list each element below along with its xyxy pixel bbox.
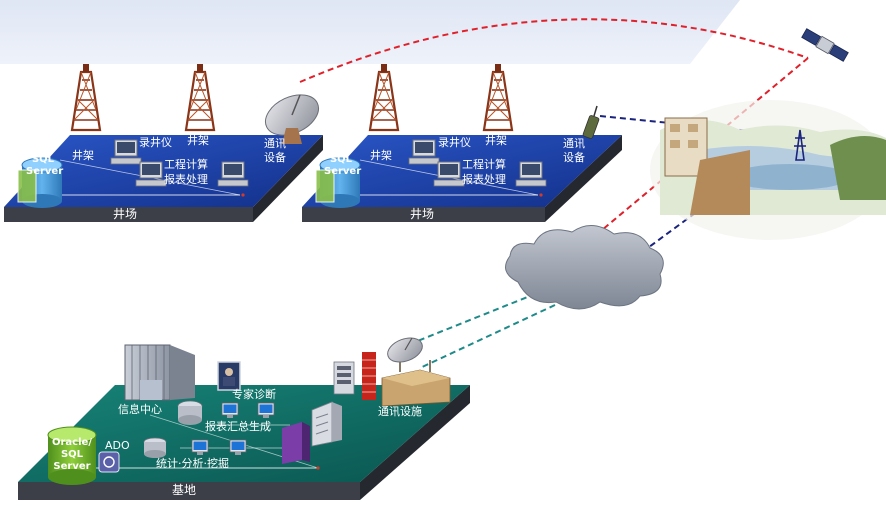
base-database-icon [47, 426, 97, 485]
radio-tower-icon [794, 129, 806, 161]
wellsite-2-engineering-label: 工程计算 [462, 158, 506, 171]
wellsite-2-comm-label-2: 设备 [563, 151, 585, 164]
statistics-label: 统计·分析·挖掘 [156, 457, 229, 470]
wellsite-2-comm-label: 通讯 [563, 137, 585, 150]
wellsite-2-logger-label: 录井仪 [438, 136, 471, 149]
base-db-label-1: Oracle/ [52, 437, 92, 448]
info-center-label: 信息中心 [118, 403, 162, 416]
wellsite-1-platform-label: 井场 [113, 207, 138, 221]
rack-server-icon [333, 361, 355, 395]
base-db-label-2: SQL [60, 449, 84, 460]
wellsite-1-engineering-label: 工程计算 [164, 158, 208, 171]
wellsite-1-report-pc [217, 161, 249, 187]
base-building-icon [124, 344, 195, 401]
wellsite-1-derrick-2 [184, 62, 216, 132]
wellsite-2-platform-label: 井场 [410, 207, 435, 221]
ground-link-1 [394, 289, 546, 351]
wellsite-1-derrick-1-label: 井架 [72, 149, 94, 162]
wellsite-1-comm-label: 通讯 [264, 137, 286, 150]
network-cloud-icon [505, 225, 664, 310]
expert-screen-icon [217, 361, 241, 391]
wellsite-2-engineering-pc [433, 161, 465, 187]
report-generation-label: 报表汇总生成 [205, 420, 271, 433]
wellsite-1-comm-label-2: 设备 [264, 151, 286, 164]
wellsite-1-logger-pc [110, 139, 142, 165]
wellsite-2-derrick-1 [368, 62, 400, 132]
wellsite-2-derrick-1-label: 井架 [370, 149, 392, 162]
base-db-label-3: Server [53, 461, 91, 472]
expert-diagnosis-label: 专家诊断 [232, 388, 276, 401]
wellsite-2-platform [302, 135, 622, 222]
wellsite-1-derrick-2-label: 井架 [187, 134, 209, 147]
satellite-link-wellsite-1 [299, 18, 809, 83]
wellsite-1-db-label-1: SQL [31, 154, 55, 165]
wellsite-1-dish-icon [265, 94, 319, 144]
ado-label: ADO [105, 439, 130, 452]
wellsite-1-derrick-1 [70, 62, 102, 132]
wellsite-2-database-icon [315, 157, 361, 208]
wellsite-2-report-label: 报表处理 [462, 173, 506, 186]
satellite-icon [801, 28, 849, 62]
wellsite-1-db-label-2: Server [26, 166, 64, 177]
firewall-icon [362, 352, 376, 400]
wellsite-2-derrick-2 [482, 62, 514, 132]
wellsite-2-logger-pc [408, 139, 440, 165]
relay-station-landscape [650, 100, 886, 240]
wellsite-1-logger-label: 录井仪 [139, 136, 172, 149]
disk-array-icon [143, 400, 203, 458]
wellsite-1-engineering-pc [135, 161, 167, 187]
wellsite-1-platform [4, 135, 323, 222]
top-background-band [0, 0, 740, 64]
comm-building-icon [381, 360, 451, 407]
wellsite-2-db-label-1: SQL [329, 154, 353, 165]
wellsite-1-report-label: 报表处理 [164, 173, 208, 186]
comm-facility-label: 通讯设施 [378, 405, 422, 418]
server-tower-icon [282, 401, 342, 464]
wellsite-2-report-pc [515, 161, 547, 187]
wellsite-2-derrick-2-label: 井架 [485, 134, 507, 147]
base-dish-icon [387, 337, 423, 363]
ado-icon [98, 451, 120, 473]
wellsite-2-db-label-2: Server [324, 166, 362, 177]
wellsite-2-radio-icon [582, 105, 600, 139]
base-platform [18, 385, 470, 500]
ground-link-2 [419, 304, 556, 369]
base-platform-label: 基地 [172, 483, 197, 497]
wellsite-1-database-icon [17, 157, 63, 208]
